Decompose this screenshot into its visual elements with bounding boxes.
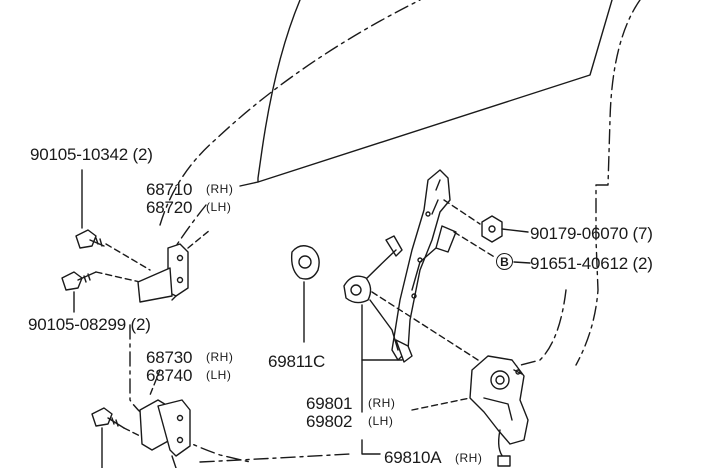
regulator-lh-label: 69802 <box>306 412 353 431</box>
hinge-lower-rh-label: 68730 <box>146 348 193 367</box>
inner-panel-line <box>499 289 567 371</box>
regulator-rh-label: 69801 <box>306 394 353 413</box>
hinge-lower-lh-side: (LH) <box>206 368 232 382</box>
hinge-lower-lh-label: 68740 <box>146 366 193 385</box>
window-regulator <box>343 169 497 413</box>
bolt-b-symbol: B <box>496 253 513 270</box>
bolt-b-part-label: 91651-40612 (2) <box>530 254 653 273</box>
door-outline <box>159 0 421 226</box>
bolt-lower-label: 90105-08299 (2) <box>28 315 151 334</box>
regulator-lh-side: (LH) <box>368 414 394 428</box>
door-rear-edge <box>575 0 641 366</box>
motor-rh-side: (RH) <box>455 451 483 465</box>
bolt-upper-label: 90105-10342 (2) <box>30 145 153 164</box>
upper-hinge-bolts <box>61 169 151 313</box>
lower-hinge <box>139 369 191 468</box>
hinge-upper-rh-side: (RH) <box>206 182 234 196</box>
window-motor <box>361 355 529 467</box>
window-frame-link <box>239 181 259 187</box>
hinge-lower-rh-side: (RH) <box>206 350 234 364</box>
motor-rh-label: 69810A <box>384 448 442 467</box>
hinge-upper-lh-side: (LH) <box>206 200 232 214</box>
lower-hinge-bolt <box>91 407 141 468</box>
nut <box>481 215 529 243</box>
hinge-upper-rh-label: 68710 <box>146 180 193 199</box>
regulator-roller <box>290 245 320 343</box>
upper-hinge <box>137 204 211 303</box>
hinge-upper-lh-label: 68720 <box>146 198 193 217</box>
regulator-part-label: 69811C <box>268 352 326 371</box>
nut-part-label: 90179-06070 (7) <box>530 224 653 243</box>
regulator-rh-side: (RH) <box>368 396 396 410</box>
window-glass <box>257 0 613 183</box>
bolt-b-leader <box>513 261 531 264</box>
